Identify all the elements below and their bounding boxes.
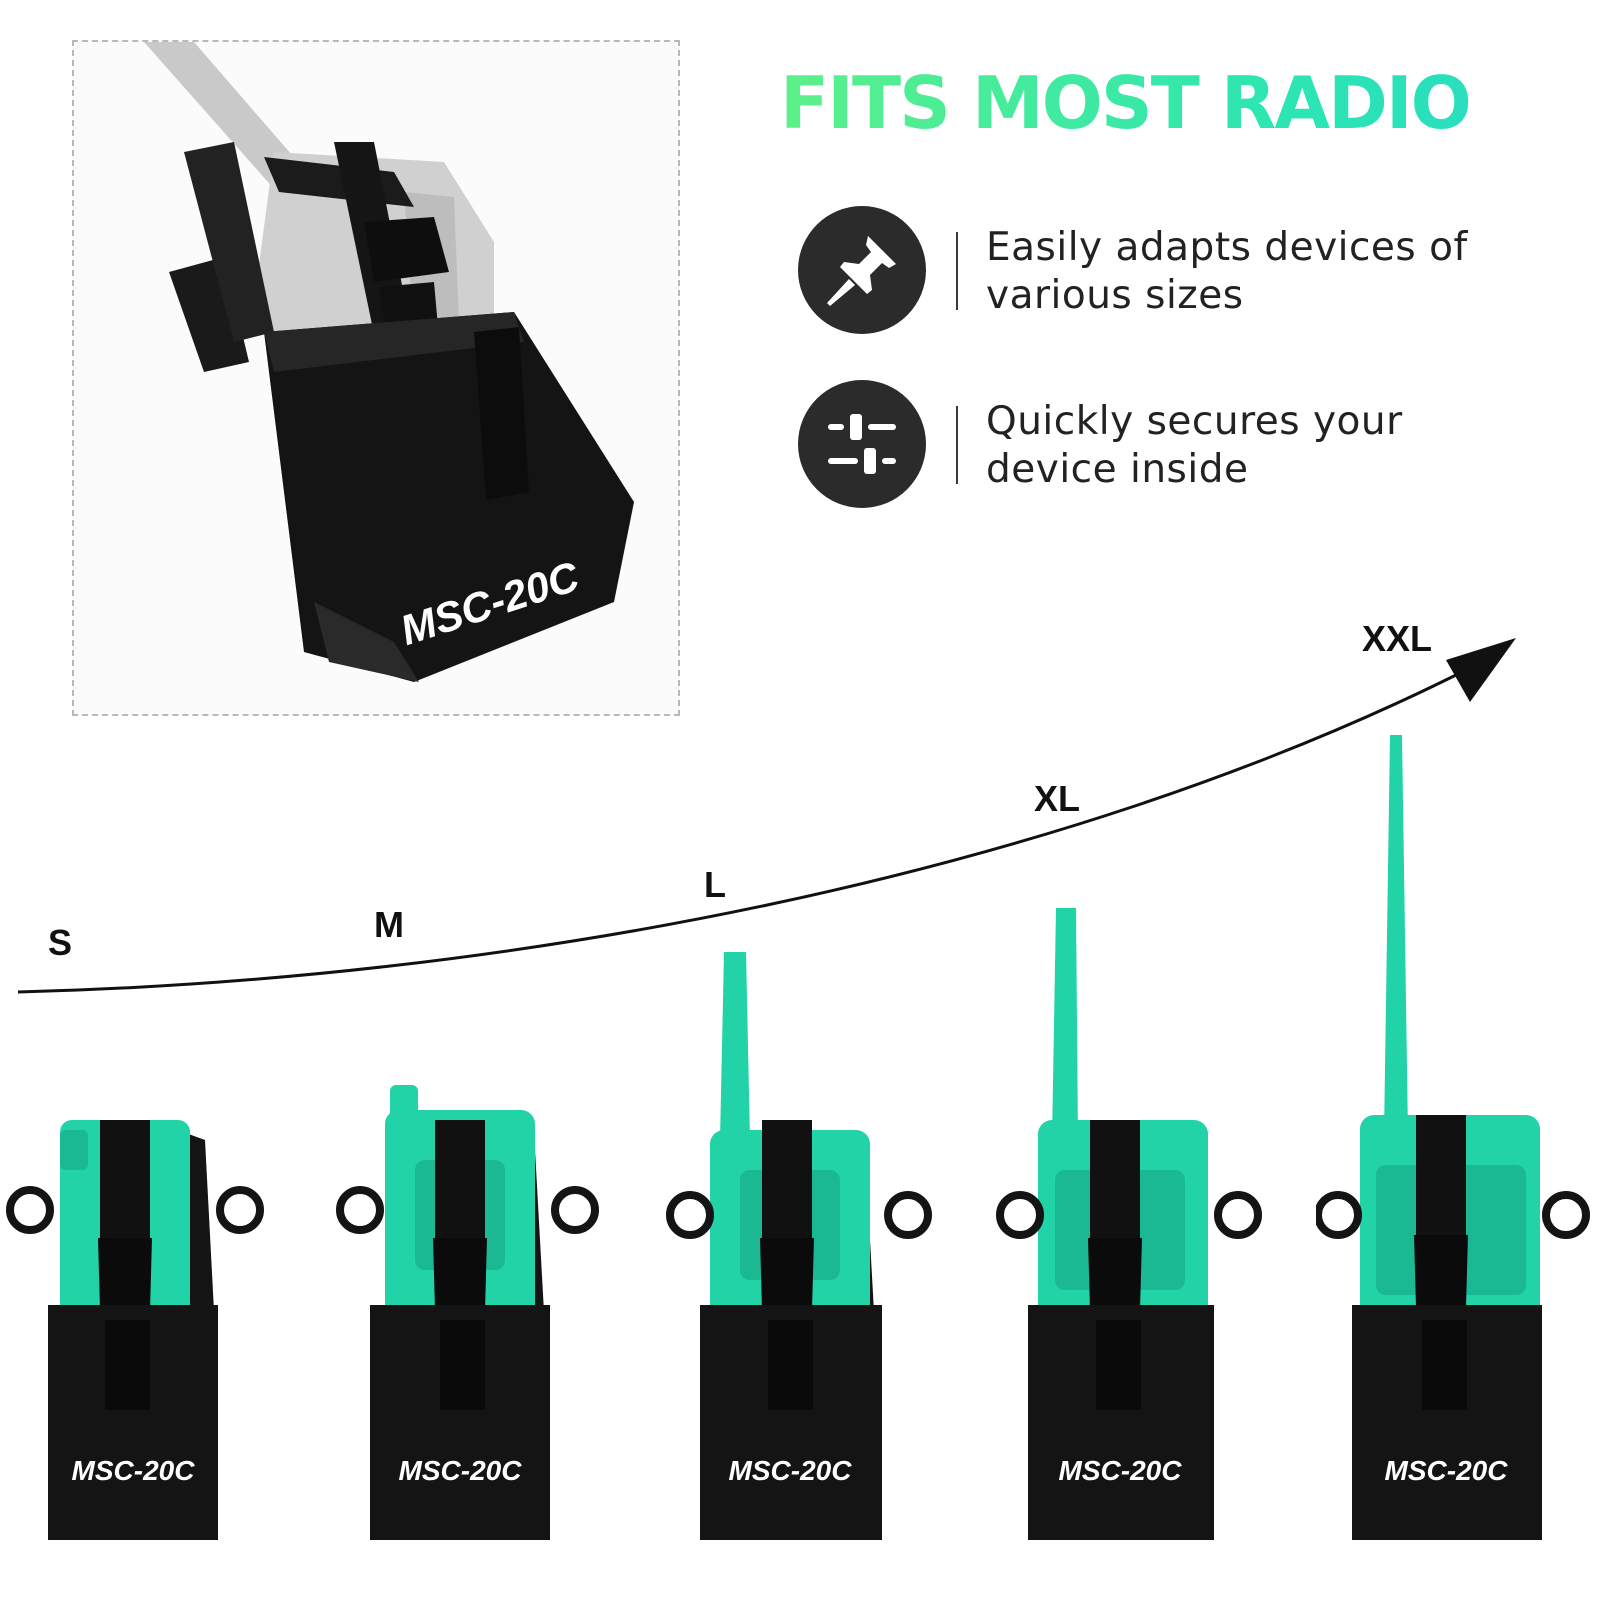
holster-model-text: MSC-20C bbox=[399, 1455, 523, 1486]
feature-secures-device: Quickly secures your device inside bbox=[798, 380, 1558, 510]
holster-size-xxl: MSC-20C bbox=[1316, 735, 1596, 1540]
feature-icon-circle bbox=[798, 380, 926, 508]
feature-divider bbox=[956, 232, 958, 310]
size-growth-arrow bbox=[17, 638, 1516, 994]
page-title: FITS MOST RADIO bbox=[780, 58, 1560, 148]
feature-text: Quickly secures your device inside bbox=[986, 398, 1546, 494]
feature-text-line2: various sizes bbox=[986, 273, 1244, 318]
feature-adapts-sizes: Easily adapts devices of various sizes bbox=[798, 206, 1558, 336]
holster-size-m: MSC-20C bbox=[330, 1080, 610, 1540]
feature-divider bbox=[956, 406, 958, 484]
size-label-xxl: XXL bbox=[1362, 618, 1433, 659]
size-label-l: L bbox=[704, 864, 726, 905]
holster-with-radio: MSC-20C bbox=[1316, 735, 1590, 1540]
holster-model-text: MSC-20C bbox=[1385, 1455, 1509, 1486]
holster-with-radio: MSC-20C bbox=[996, 908, 1262, 1540]
feature-text-line1: Quickly secures your bbox=[986, 399, 1403, 444]
holster-model-text: MSC-20C bbox=[729, 1455, 853, 1486]
holster-model-text: MSC-20C bbox=[72, 1455, 196, 1486]
size-label-xl: XL bbox=[1034, 778, 1081, 819]
feature-text: Easily adapts devices of various sizes bbox=[986, 224, 1546, 320]
feature-text-line2: device inside bbox=[986, 447, 1249, 492]
product-photo-frame: MSC-20C bbox=[72, 40, 680, 716]
feature-text-line1: Easily adapts devices of bbox=[986, 225, 1468, 270]
holster-model-text: MSC-20C bbox=[1059, 1455, 1183, 1486]
holster-size-xl: MSC-20C bbox=[990, 900, 1270, 1540]
adjust-sliders-icon bbox=[828, 414, 896, 474]
holster-photo: MSC-20C bbox=[144, 42, 634, 682]
holster-with-radio: MSC-20C bbox=[666, 952, 932, 1540]
holster-with-radio: MSC-20C bbox=[6, 1120, 264, 1540]
holster-size-l: MSC-20C bbox=[660, 940, 940, 1540]
holster-size-s: MSC-20C bbox=[0, 1080, 280, 1540]
pushpin-icon bbox=[827, 236, 896, 306]
holster-with-radio: MSC-20C bbox=[336, 1085, 599, 1540]
arrow-head-icon bbox=[1446, 638, 1516, 702]
size-label-m: M bbox=[374, 904, 404, 945]
size-label-s: S bbox=[48, 922, 73, 963]
feature-icon-circle bbox=[798, 206, 926, 334]
